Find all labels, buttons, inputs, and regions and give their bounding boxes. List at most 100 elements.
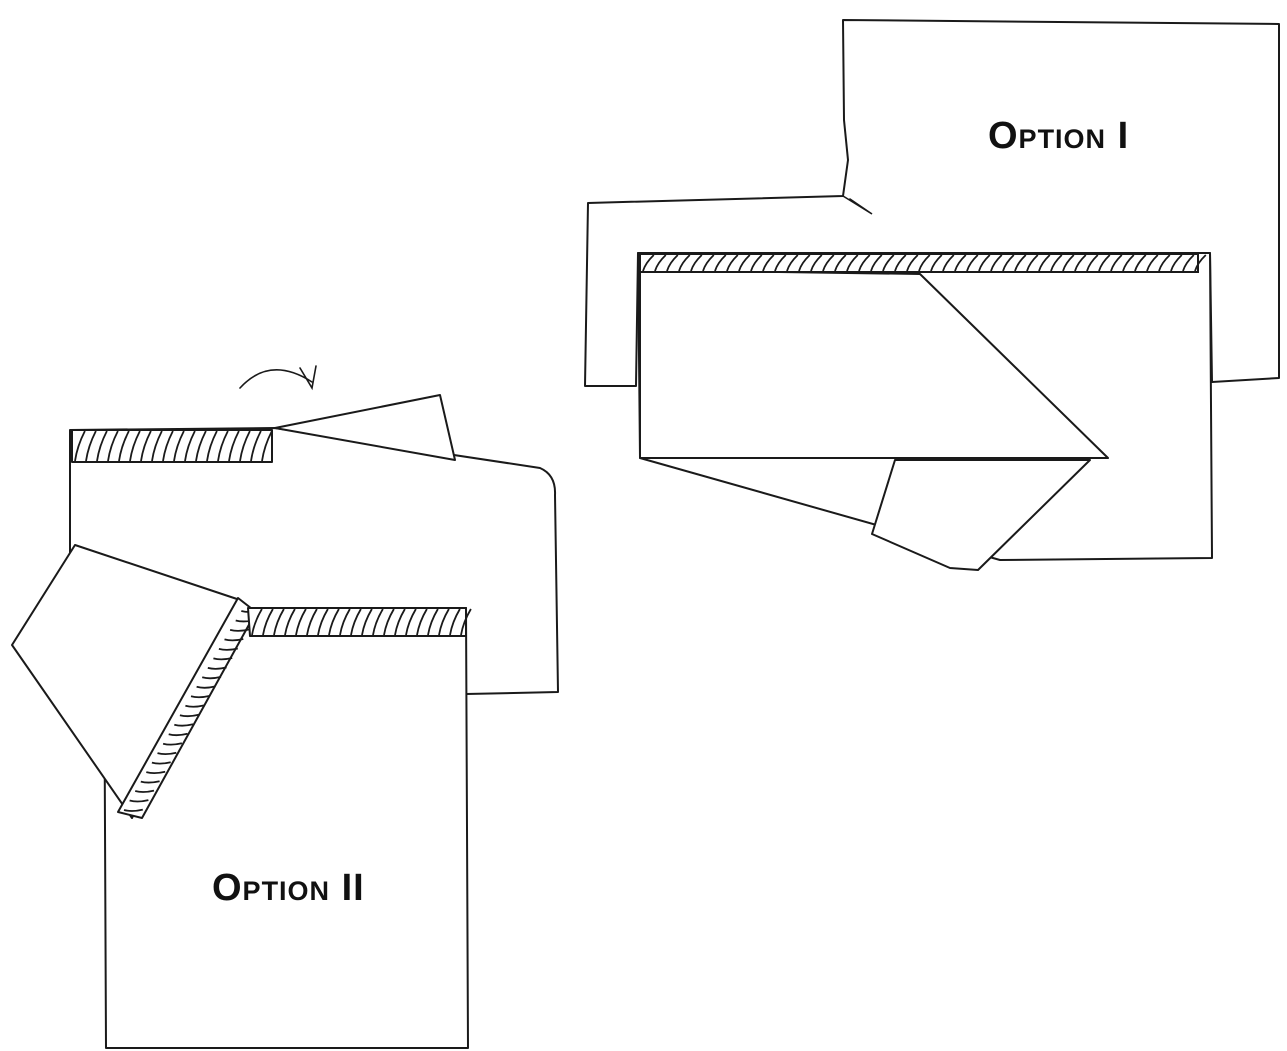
serge-stitch (702, 254, 715, 272)
option-2-serged-edge (247, 607, 467, 637)
serge-stitch (185, 704, 205, 708)
curved-arrow-icon (239, 369, 313, 389)
serge-stitch (273, 608, 285, 636)
option-2-top-stitches (74, 430, 273, 462)
serge-stitch (978, 254, 991, 272)
serge-stitch (690, 254, 703, 272)
serge-stitch (1002, 254, 1015, 272)
option-2-serge-stitches (251, 608, 472, 636)
serge-stitch (328, 608, 340, 636)
serge-stitch (195, 430, 207, 462)
serge-stitch (157, 751, 177, 755)
serge-stitch (262, 608, 274, 636)
serge-stitch (140, 430, 152, 462)
serge-stitch (129, 430, 141, 462)
serge-stitch (206, 430, 218, 462)
serge-stitch (394, 608, 406, 636)
serge-stitch (416, 608, 428, 636)
serge-stitch (894, 254, 907, 272)
serge-stitch (834, 254, 847, 272)
serge-stitch (1062, 254, 1075, 272)
serge-stitch (190, 695, 211, 699)
serge-stitch (179, 713, 199, 718)
serge-stitch (207, 666, 227, 670)
serge-stitch (118, 430, 130, 462)
serge-stitch (251, 608, 263, 636)
serge-stitch (810, 254, 823, 272)
option-2-label: Option II (212, 867, 365, 909)
serge-stitch (966, 254, 979, 272)
serge-stitch (738, 254, 751, 272)
serge-stitch (1086, 254, 1099, 272)
serge-stitch (460, 608, 472, 636)
serge-stitch (261, 430, 273, 462)
serge-stitch (1110, 254, 1123, 272)
serge-stitch (930, 254, 943, 272)
serge-stitch (786, 254, 799, 272)
serge-stitch (213, 657, 233, 661)
serge-stitch (726, 254, 739, 272)
serge-stitch (217, 430, 229, 462)
serge-stitch (372, 608, 384, 636)
serge-stitch (129, 799, 149, 803)
option-2-angled-flap (11, 544, 241, 819)
serge-stitch (295, 608, 307, 636)
option-2-top-serged-edge (71, 429, 273, 463)
serge-stitch (1122, 254, 1135, 272)
serge-stitch (438, 608, 450, 636)
serge-stitch (107, 430, 119, 462)
option-1-illustration: Option I (584, 19, 1280, 571)
serge-stitch (306, 608, 318, 636)
serge-stitch (427, 608, 439, 636)
serge-stitch (284, 608, 296, 636)
serge-stitch (96, 430, 108, 462)
serge-stitch (173, 430, 185, 462)
serge-stitch (1134, 254, 1147, 272)
serge-stitch (1194, 254, 1207, 272)
serge-stitch (1050, 254, 1063, 272)
arrowhead-icon (299, 365, 317, 391)
serge-stitch (174, 723, 194, 727)
serge-stitch (339, 608, 351, 636)
serge-stitch (1158, 254, 1171, 272)
serge-stitch (798, 254, 811, 272)
serge-stitch (774, 254, 787, 272)
serge-stitch (990, 254, 1003, 272)
option-1-serge-stitches (642, 254, 1207, 272)
serge-stitch (162, 430, 174, 462)
serge-stitch (239, 430, 251, 462)
option-1-back-fabric (584, 19, 1280, 387)
serge-stitch (361, 608, 373, 636)
serge-stitch (942, 254, 955, 272)
serge-stitch (146, 770, 166, 774)
serge-stitch (151, 430, 163, 462)
serge-stitch (750, 254, 763, 272)
serge-stitch (134, 789, 155, 793)
serge-stitch (1026, 254, 1039, 272)
serge-stitch (762, 254, 775, 272)
serge-stitch (870, 254, 883, 272)
serge-stitch (383, 608, 395, 636)
serge-stitch (250, 430, 262, 462)
serge-stitch (882, 254, 895, 272)
serge-stitch (846, 254, 859, 272)
serge-stitch (350, 608, 362, 636)
serge-stitch (449, 608, 461, 636)
serge-stitch (405, 608, 417, 636)
serge-stitch (228, 430, 240, 462)
serge-stitch (678, 254, 691, 272)
serge-stitch (229, 628, 250, 632)
serge-stitch (196, 685, 216, 689)
option-2-illustration: Option II (11, 365, 559, 1049)
serge-stitch (224, 638, 244, 642)
serge-stitch (666, 254, 679, 272)
serge-stitch (642, 254, 655, 272)
serge-stitch (918, 254, 931, 272)
serge-stitch (168, 732, 188, 737)
serge-stitch (1074, 254, 1087, 272)
serge-stitch (1038, 254, 1051, 272)
serge-stitch (218, 647, 239, 651)
serge-stitch (954, 254, 967, 272)
serge-stitch (85, 430, 97, 462)
